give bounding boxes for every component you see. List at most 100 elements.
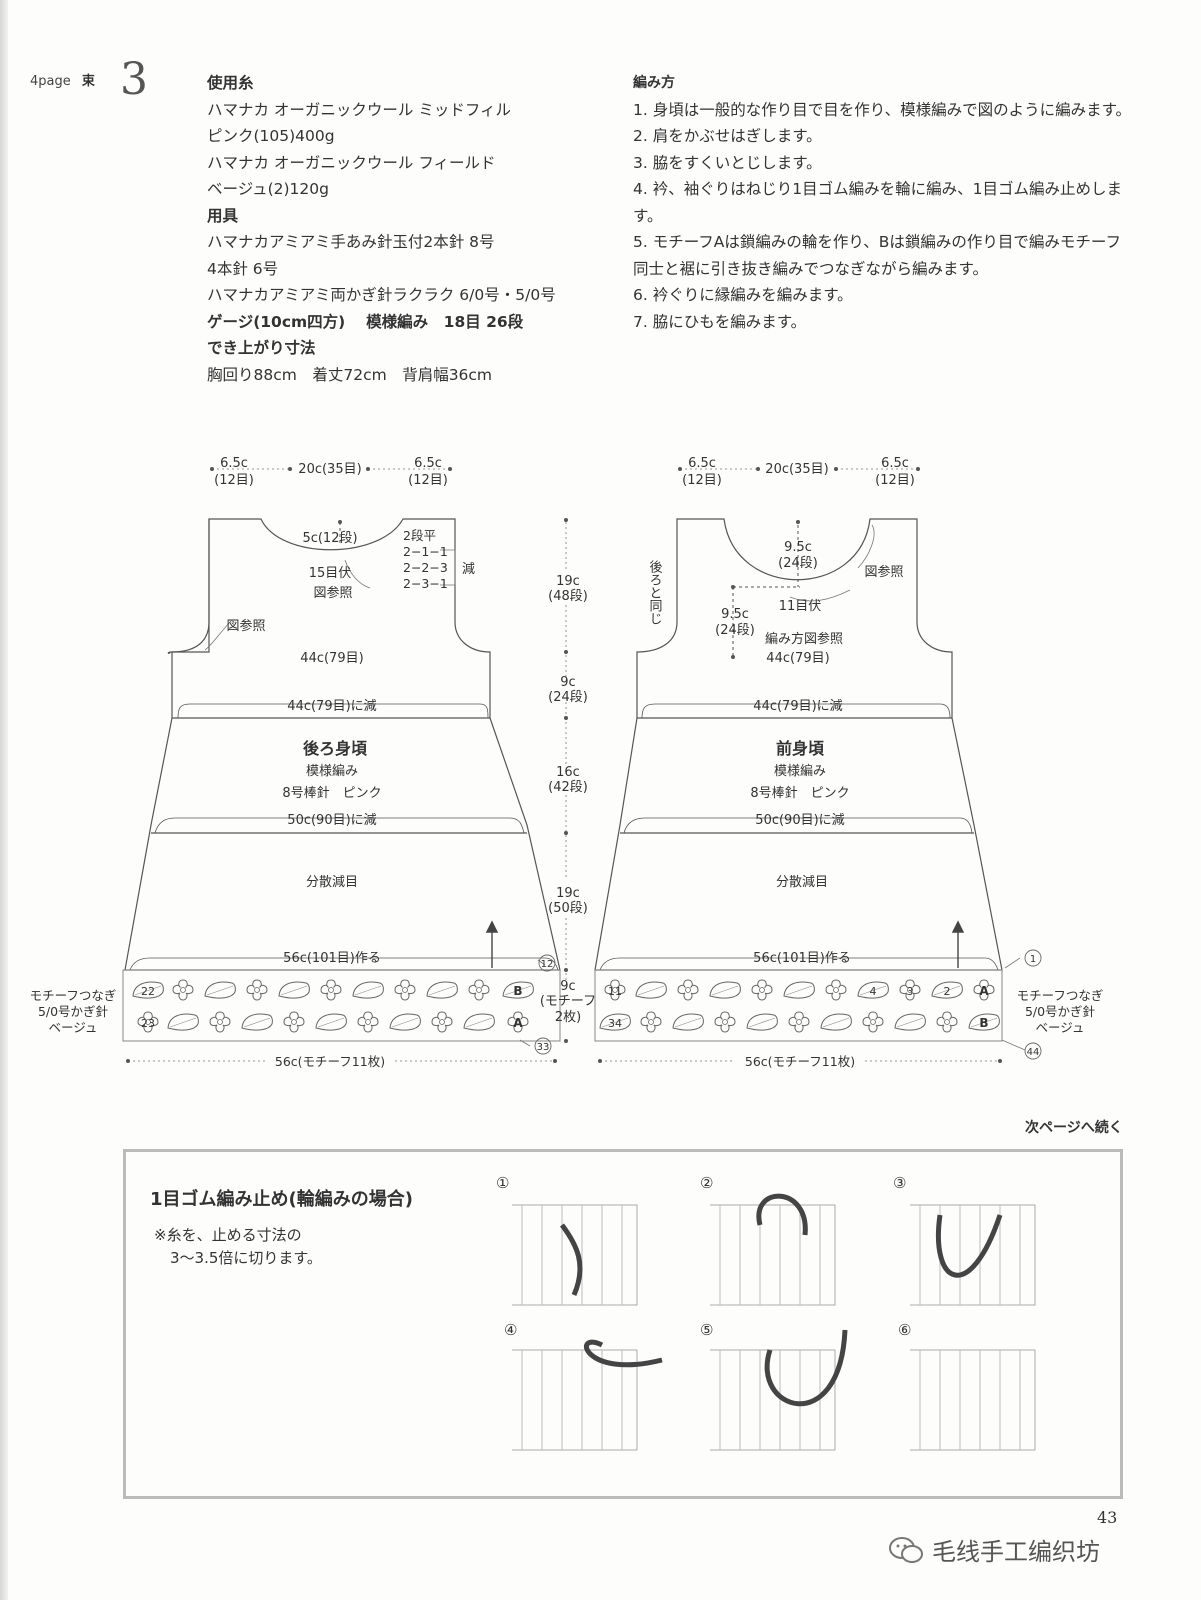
front-motif-num: 34 — [608, 1017, 622, 1030]
finishing-note-line: ※糸を、止める寸法の — [154, 1226, 302, 1244]
front-chest: 44c(79目) — [766, 651, 829, 666]
back-needle: 8号棒針 ピンク — [282, 786, 381, 801]
finishing-title: 1目ゴム編み止め(輪編みの場合) — [150, 1189, 413, 1210]
back-armhole-ref: 図参照 — [226, 618, 265, 634]
continue-next-page: 次ページへ続く — [1025, 1120, 1123, 1136]
back-top-side-cm-r: 6.5c — [414, 456, 442, 471]
center-dim-cm: 19c — [556, 574, 580, 589]
finishing-step-num: ③ — [893, 1174, 906, 1192]
front-motif-num: 2 — [944, 985, 951, 998]
size-heading: でき上がり寸法 — [207, 339, 316, 357]
front-dec1: 44c(79目)に減 — [753, 698, 842, 714]
finishing-step-num: ② — [700, 1174, 713, 1192]
back-scatter: 分散減目 — [306, 874, 358, 890]
finishing-box: 1目ゴム編み止め(輪編みの場合) ※糸を、止める寸法の 3〜3.5倍に切ります。 — [123, 1149, 1123, 1499]
back-motif-num: 22 — [141, 985, 155, 998]
front-top-mid: 20c(35目) — [765, 462, 828, 477]
center-dim-rows: (24段) — [548, 690, 588, 705]
front-cast-on: 56c(101目)作る — [753, 951, 851, 966]
front-scatter: 分散減目 — [776, 874, 828, 890]
front-side-depth: 9.5c — [721, 607, 749, 622]
back-motif-letter: B — [513, 984, 522, 998]
materials-line: ベージュ(2)120g — [207, 180, 329, 198]
center-dim-rows: (42段) — [548, 780, 588, 795]
center-dim-cm: 9c — [560, 675, 575, 690]
materials-line: ピンク(105)400g — [207, 127, 335, 145]
back-cast-on: 56c(101目)作る — [283, 951, 381, 966]
center-dim-cm: 19c — [556, 886, 580, 901]
center-dim-cm: 16c — [556, 765, 580, 780]
finishing-step-num: ④ — [504, 1321, 517, 1339]
back-bodice-outline — [124, 518, 561, 971]
materials-line: ハマナカアミアミ手あみ針玉付2本針 8号 — [207, 233, 495, 251]
back-chest: 44c(79目) — [300, 651, 363, 666]
center-dim-rows: (50段) — [548, 901, 588, 916]
back-motif-num: 33 — [537, 1042, 550, 1053]
front-top-side-cm: 6.5c — [688, 456, 716, 471]
page-ref: 4page — [30, 74, 71, 89]
front-same-as-back: 後ろと同じ — [647, 560, 663, 625]
front-title: 前身頃 — [776, 739, 825, 758]
front-bodice-outline — [594, 518, 1003, 971]
materials-list: 使用糸 ハマナカ オーガニックウール ミッドフィル ピンク(105)400g ハ… — [207, 70, 556, 388]
size-line: 胸回り88cm 着丈72cm 背肩幅36cm — [207, 365, 493, 384]
back-motif-letter: A — [513, 1016, 523, 1030]
back-motif-label: モチーフつなぎ — [30, 988, 117, 1003]
finishing-note-line: 3〜3.5倍に切ります。 — [170, 1249, 322, 1267]
instruction-step: 1. 身頃は一般的な作り目で目を作り、模様編みで図のように編みます。 — [633, 100, 1132, 119]
page-number: 43 — [1097, 1508, 1118, 1527]
front-motif-num: 3 — [907, 985, 914, 998]
page-header: 4page 束 3 — [30, 58, 148, 102]
instruction-step: 6. 衿ぐりに縁編みを編みます。 — [633, 286, 853, 304]
front-motif-label: ベージュ — [1036, 1020, 1085, 1035]
instructions-heading: 編み方 — [633, 75, 675, 91]
front-motif-num: 11 — [608, 985, 622, 998]
pattern-mark: 束 — [81, 74, 95, 89]
front-neck-depth-rows: (24段) — [778, 556, 818, 571]
front-motif-width: 56c(モチーフ11枚) — [745, 1054, 855, 1069]
materials-tools-heading: 用具 — [207, 206, 239, 225]
front-neck-bind: 11目伏 — [779, 599, 822, 614]
back-motif-num: 23 — [141, 1017, 155, 1030]
front-motif-label: モチーフつなぎ — [1017, 988, 1104, 1003]
back-pattern: 模様編み — [306, 763, 358, 779]
materials-line: ハマナカ オーガニックウール ミッドフィル — [207, 100, 512, 119]
front-motif-num: 1 — [1030, 954, 1036, 965]
finishing-illustrations: ① ② ③ ④ ⑤ ⑥ — [496, 1174, 1036, 1451]
materials-line: ハマナカ オーガニックウール フィールド — [207, 153, 496, 172]
back-motif-label: 5/0号かぎ針 — [38, 1004, 109, 1019]
front-motif-num: 44 — [1027, 1047, 1040, 1058]
pattern-number: 3 — [120, 54, 148, 105]
back-top-side-cm: 6.5c — [220, 456, 248, 471]
instructions: 編み方 1. 身頃は一般的な作り目で目を作り、模様編みで図のように編みます。 2… — [633, 70, 1133, 335]
instruction-step: 5. モチーフAは鎖編みの輪を作り、Bは鎖編みの作り目で編みモチーフ同士と裾に引… — [633, 233, 1121, 278]
back-top-mid: 20c(35目) — [298, 462, 361, 477]
back-motif-width: 56c(モチーフ11枚) — [275, 1054, 385, 1069]
front-motif-letter: B — [979, 1016, 988, 1030]
center-dim-extra: 2枚) — [555, 1010, 581, 1025]
front-needle: 8号棒針 ピンク — [750, 786, 849, 801]
back-dec2: 50c(90目)に減 — [287, 812, 376, 828]
front-motif-num: 4 — [870, 985, 877, 998]
back-title: 後ろ身頃 — [303, 739, 368, 758]
instruction-step: 2. 肩をかぶせはぎします。 — [633, 127, 822, 145]
instruction-step: 3. 脇をすくいとじします。 — [633, 153, 822, 172]
back-dec1: 44c(79目)に減 — [287, 698, 376, 714]
back-motif-band — [132, 979, 534, 1033]
gauge-line: ゲージ(10cm四方) 模様編み 18目 26段 — [207, 312, 524, 331]
front-motif-letter: A — [979, 984, 989, 998]
front-dec2: 50c(90目)に減 — [755, 812, 844, 828]
back-neck-row: 2−3−1 — [403, 576, 448, 591]
front-side-rows: (24段) — [715, 623, 755, 638]
back-motif-num: 12 — [541, 959, 554, 970]
back-neck-depth: 5c(12段) — [302, 531, 357, 546]
front-see-fig: 図参照 — [864, 564, 903, 580]
back-see-fig: 図参照 — [313, 585, 352, 601]
front-neck-depth: 9.5c — [784, 540, 812, 555]
materials-line: 4本針 6号 — [207, 259, 279, 278]
front-pattern: 模様編み — [774, 763, 826, 779]
front-knit-ref: 編み方図参照 — [765, 631, 843, 647]
back-top-side-st: (12目) — [214, 473, 254, 488]
materials-yarn-heading: 使用糸 — [207, 74, 254, 92]
materials-line: ハマナカアミアミ両かぎ針ラクラク 6/0号・5/0号 — [207, 286, 556, 304]
